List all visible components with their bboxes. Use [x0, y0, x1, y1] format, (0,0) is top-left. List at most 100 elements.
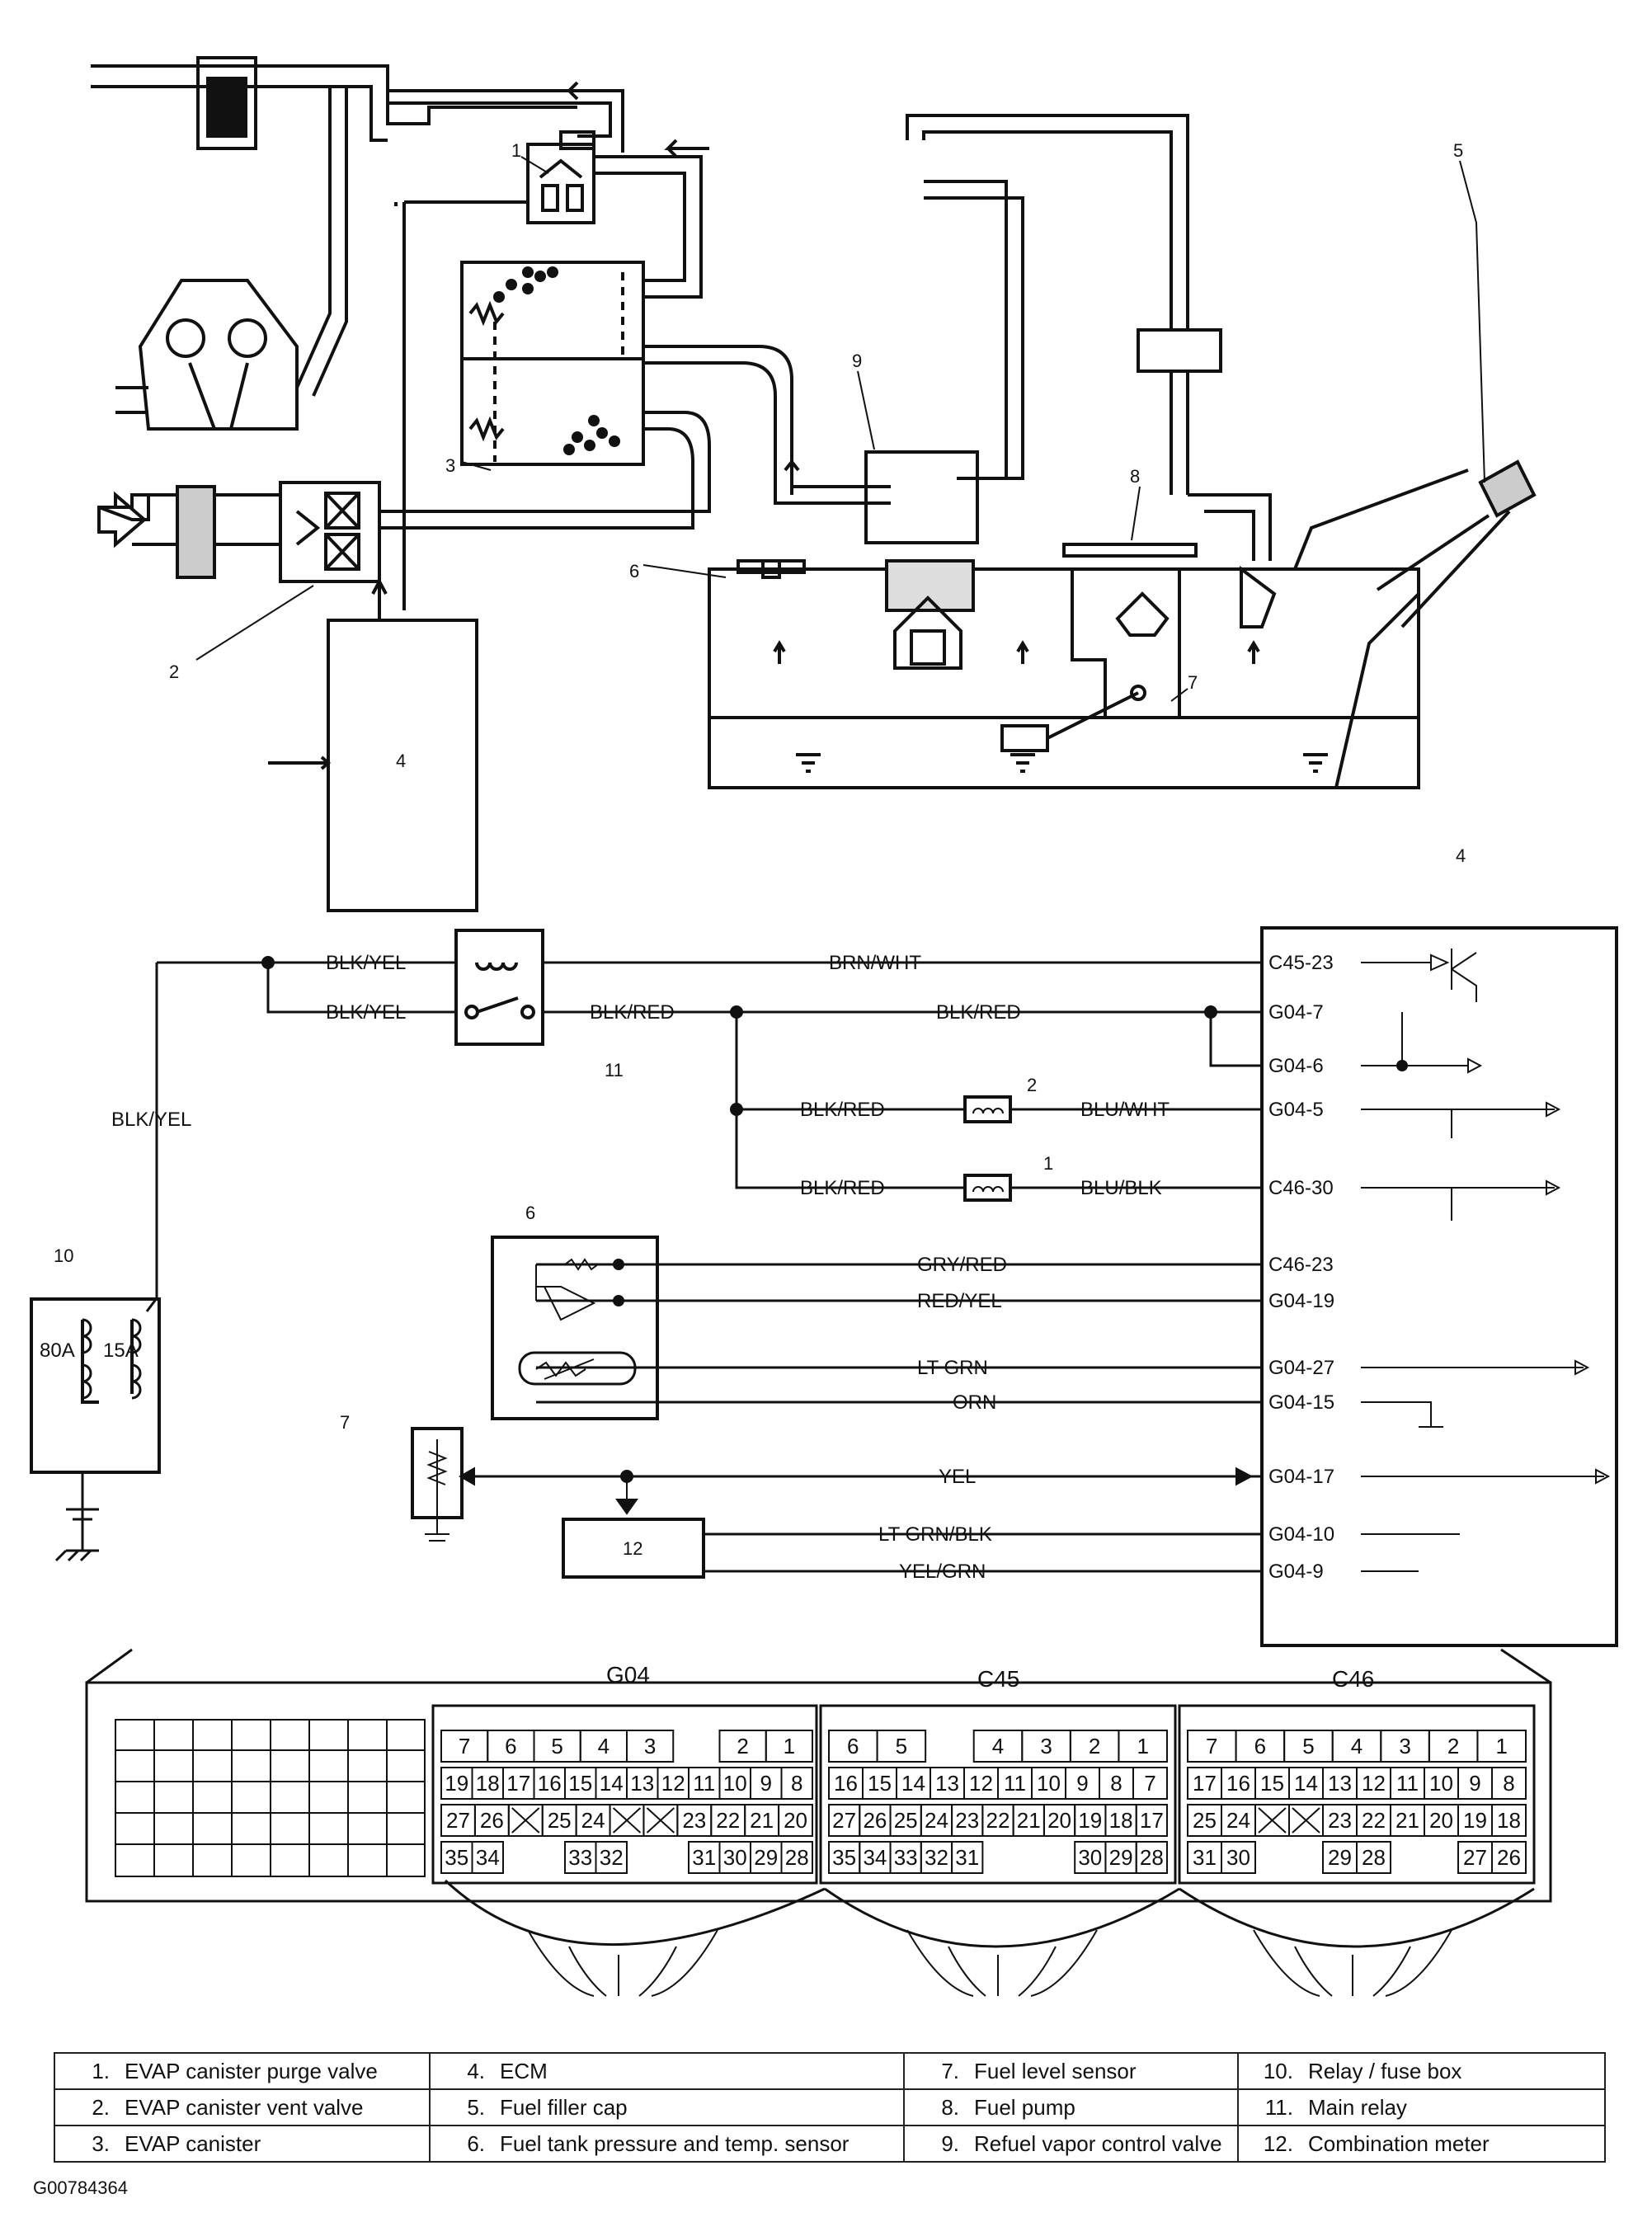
pin-number: 27 [1463, 1845, 1487, 1870]
pin-number: 19 [1078, 1808, 1102, 1833]
pin-number: 14 [1294, 1771, 1318, 1796]
pin-cell [765, 1730, 813, 1763]
pin-number: 5 [551, 1734, 562, 1758]
legend-text: Relay / fuse box [1308, 2058, 1462, 2083]
pin-cell [780, 1841, 813, 1874]
combination-meter [562, 1518, 705, 1579]
pin-number: 3 [1040, 1734, 1052, 1758]
callout-2-top: 2 [169, 661, 179, 682]
pin-number: 9 [1076, 1771, 1088, 1796]
wire-label-brn-wht: BRN/WHT [829, 952, 921, 974]
pin-number: 22 [1362, 1808, 1386, 1833]
legend-cell: 10.Relay / fuse box [1237, 2052, 1606, 2090]
legend-number: 4. [467, 2058, 485, 2083]
pin-number: 4 [1351, 1734, 1363, 1758]
fuse-80a-label: 80A [40, 1339, 75, 1362]
pin-unused-mark [1258, 1807, 1287, 1834]
pin-number: 17 [1140, 1808, 1164, 1833]
pin-unused-mark [646, 1807, 675, 1834]
legend-number: 6. [467, 2130, 485, 2156]
pin-number: 21 [1395, 1808, 1419, 1833]
callout-4-ecm: 4 [1456, 845, 1466, 866]
ecm-pin-label: G04-10 [1268, 1523, 1334, 1546]
pin-number: 1 [1495, 1734, 1507, 1758]
pin-number: 9 [760, 1771, 772, 1796]
callout-6-top: 6 [629, 561, 639, 581]
pin-cell [1221, 1841, 1256, 1874]
legend-text: Main relay [1308, 2094, 1407, 2120]
legend-number: 7. [941, 2058, 959, 2083]
pin-number: 10 [1037, 1771, 1061, 1796]
purge-valve-drawing [526, 130, 595, 224]
callout-8: 8 [1130, 466, 1140, 487]
legend-text: EVAP canister purge valve [125, 2058, 378, 2083]
ecm-box-top [268, 577, 478, 912]
pin-number: 7 [1144, 1771, 1155, 1796]
ecm-pin-label: G04-27 [1268, 1357, 1334, 1379]
ecm-pin-label: G04-5 [1268, 1099, 1324, 1121]
legend-number: 3. [92, 2130, 110, 2156]
pin-number: 23 [682, 1808, 706, 1833]
pin-number: 29 [754, 1845, 778, 1870]
legend-text: Refuel vapor control valve [974, 2130, 1222, 2156]
pin-number: 4 [598, 1734, 609, 1758]
pin-number: 16 [538, 1771, 562, 1796]
legend-cell: 5.Fuel filler cap [429, 2088, 905, 2126]
legend-cell: 9. Refuel vapor control valve [903, 2125, 1239, 2163]
pin-number: 28 [785, 1845, 809, 1870]
legend-cell: 7. Fuel level sensor [903, 2052, 1239, 2090]
pin-number: 24 [925, 1808, 948, 1833]
pin-number: 16 [1226, 1771, 1250, 1796]
relay-fuse-box [30, 1297, 161, 1474]
legend-number: 2. [92, 2094, 110, 2120]
pin-number: 7 [459, 1734, 470, 1758]
pin-number: 11 [693, 1771, 715, 1796]
pin-number: 11 [1396, 1771, 1419, 1796]
pin-cell [1476, 1730, 1527, 1763]
callout-11: 11 [605, 1060, 624, 1080]
wire-label-blu-wht: BLU/WHT [1080, 1099, 1170, 1121]
pin-cell [595, 1841, 628, 1874]
wire-label-blk-yel-3: BLK/YEL [111, 1109, 191, 1131]
ecm-wiring-box [1260, 926, 1618, 1647]
legend-cell: 12.Combination meter [1237, 2125, 1606, 2163]
pin-number: 19 [1463, 1808, 1487, 1833]
legend-number: 9. [941, 2130, 959, 2156]
ecm-pin-label: G04-6 [1268, 1055, 1324, 1077]
legend-cell: 11.Main relay [1237, 2088, 1606, 2126]
pin-number: 33 [894, 1845, 918, 1870]
legend-text: Fuel level sensor [974, 2058, 1137, 2083]
pin-number: 23 [955, 1808, 979, 1833]
legend-text: ECM [500, 2058, 548, 2083]
pin-number: 31 [1193, 1845, 1217, 1870]
legend-text: Fuel pump [974, 2094, 1075, 2120]
pin-number: 3 [644, 1734, 656, 1758]
callout-1-wiring: 1 [1043, 1153, 1053, 1174]
ecm-pin-label: C46-30 [1268, 1177, 1334, 1199]
wire-label-gry-red: GRY/RED [917, 1254, 1007, 1276]
callout-7-top: 7 [1188, 672, 1198, 693]
wire-label-blu-blk: BLU/BLK [1080, 1177, 1162, 1199]
legend-cell: 4. ECM [429, 2052, 905, 2090]
legend-cell: 6.Fuel tank pressure and temp. sensor [429, 2125, 905, 2163]
pin-number: 23 [1328, 1808, 1352, 1833]
pin-number: 13 [1328, 1771, 1352, 1796]
pin-number: 6 [847, 1734, 859, 1758]
main-relay [454, 929, 544, 1046]
wire-label-blk-red-3: BLK/RED [800, 1099, 885, 1121]
pin-number: 18 [1497, 1808, 1521, 1833]
pin-number: 32 [600, 1845, 624, 1870]
pin-number: 10 [1429, 1771, 1453, 1796]
callout-2-wiring: 2 [1027, 1075, 1037, 1095]
legend-number: 12. [1263, 2130, 1293, 2156]
pin-number: 2 [1089, 1734, 1100, 1758]
pin-number: 16 [834, 1771, 858, 1796]
pin-number: 35 [832, 1845, 856, 1870]
pin-number: 7 [1206, 1734, 1217, 1758]
ecm-pin-label: C45-23 [1268, 952, 1334, 974]
